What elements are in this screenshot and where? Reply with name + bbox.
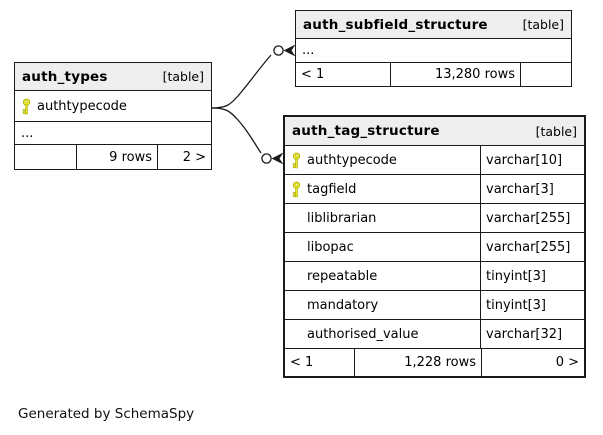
column-row-repeatable[interactable]: repeatable tinyint[3] (285, 262, 584, 291)
table-auth-tag-structure[interactable]: auth_tag_structure [table] authtypecode … (283, 115, 586, 378)
primary-key-icon (15, 98, 37, 115)
column-row-authtypecode[interactable]: authtypecode varchar[10] (285, 146, 584, 175)
column-name: authtypecode (307, 152, 397, 168)
hidden-columns-ellipsis: ... (15, 122, 211, 145)
column-type: varchar[3] (480, 175, 584, 203)
table-type-badge: [table] (535, 123, 577, 139)
column-row-authtypecode[interactable]: authtypecode (15, 91, 211, 122)
primary-key-icon (285, 152, 307, 169)
footer-row-count: 9 rows (76, 145, 157, 169)
column-row-authorised-value[interactable]: authorised_value varchar[32] (285, 320, 584, 349)
column-type: varchar[32] (480, 320, 584, 348)
table-auth-types[interactable]: auth_types [table] authtypecode ... 9 ro… (14, 62, 212, 170)
table-header-auth-subfield-structure[interactable]: auth_subfield_structure [table] (296, 11, 571, 39)
footer-parents-count: 0 > (481, 349, 584, 376)
table-auth-subfield-structure[interactable]: auth_subfield_structure [table] ... < 1 … (295, 10, 572, 87)
primary-key-icon (285, 181, 307, 198)
footer-row-count: 1,228 rows (354, 349, 481, 376)
column-type: tinyint[3] (480, 291, 584, 319)
ellipsis-text: ... (302, 43, 315, 58)
edge-auth-types-to-auth-subfield-structure (211, 44, 296, 109)
column-name: tagfield (307, 181, 357, 197)
footer-parents-count (520, 63, 571, 86)
hidden-columns-ellipsis: ... (296, 39, 571, 63)
table-type-badge: [table] (162, 69, 204, 84)
footer-children-count: < 1 (301, 67, 325, 82)
column-row-liblibrarian[interactable]: liblibrarian varchar[255] (285, 204, 584, 233)
crow-arrowhead-icon (271, 152, 284, 165)
footer-children-count: < 1 (290, 355, 314, 370)
zero-or-one-circle (273, 45, 284, 56)
column-name: mandatory (307, 297, 379, 313)
column-type: varchar[255] (480, 233, 584, 261)
column-name: authorised_value (307, 326, 419, 342)
edge-auth-types-to-auth-tag-structure (211, 107, 284, 165)
footer-children-count (15, 145, 76, 169)
crow-arrowhead-icon (283, 44, 296, 57)
column-type: tinyint[3] (480, 262, 584, 290)
ellipsis-text: ... (21, 125, 34, 141)
table-header-auth-types[interactable]: auth_types [table] (15, 63, 211, 91)
generator-note: Generated by SchemaSpy (18, 406, 195, 422)
column-name: authtypecode (37, 98, 127, 114)
column-type: varchar[10] (480, 146, 584, 174)
column-row-tagfield[interactable]: tagfield varchar[3] (285, 175, 584, 204)
column-name: repeatable (307, 268, 378, 284)
column-name: libopac (307, 239, 354, 255)
table-footer: < 1 1,228 rows 0 > (285, 349, 584, 376)
column-row-mandatory[interactable]: mandatory tinyint[3] (285, 291, 584, 320)
zero-or-one-circle (261, 153, 272, 164)
footer-row-count: 13,280 rows (390, 63, 520, 86)
table-name: auth_tag_structure (292, 123, 440, 139)
column-name: liblibrarian (307, 210, 377, 226)
table-type-badge: [table] (522, 17, 564, 32)
table-footer: < 1 13,280 rows (296, 63, 571, 86)
table-name: auth_types (22, 68, 108, 85)
table-header-auth-tag-structure[interactable]: auth_tag_structure [table] (285, 117, 584, 146)
table-name: auth_subfield_structure (303, 16, 488, 33)
footer-parents-count: 2 > (157, 145, 211, 169)
table-footer: 9 rows 2 > (15, 145, 211, 169)
column-row-libopac[interactable]: libopac varchar[255] (285, 233, 584, 262)
column-type: varchar[255] (480, 204, 584, 232)
